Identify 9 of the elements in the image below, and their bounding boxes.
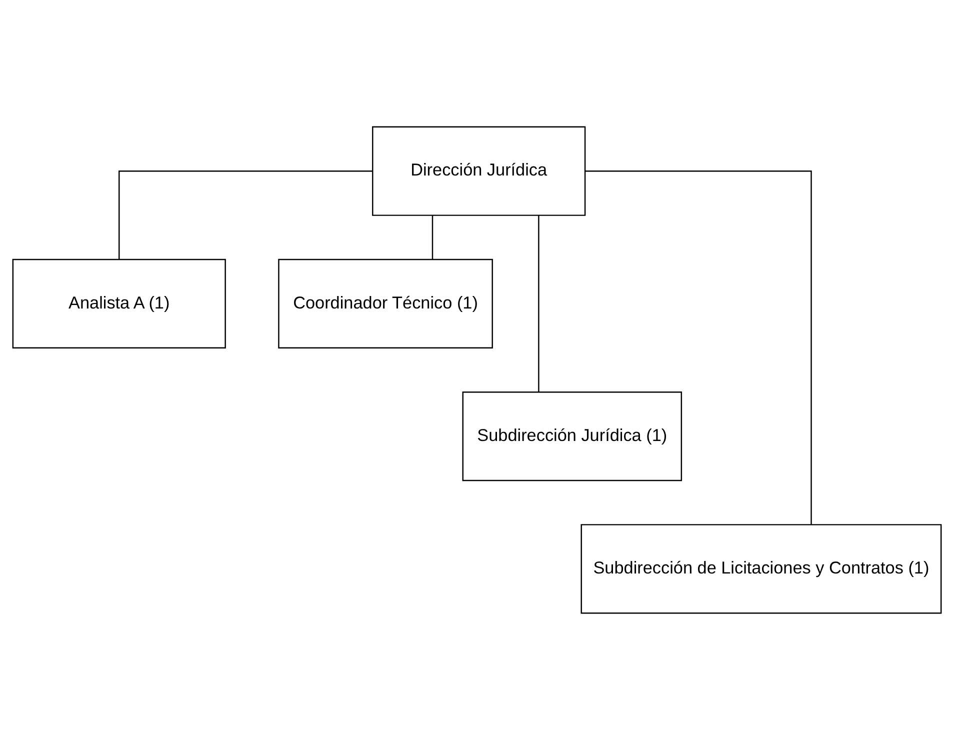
node-box: Analista A (1) <box>12 258 226 349</box>
node-box: Subdirección de Licitaciones y Contratos (1) <box>580 524 942 614</box>
connector <box>432 216 434 260</box>
node-box: Dirección Jurídica <box>372 126 586 216</box>
connector <box>538 216 540 392</box>
connector <box>118 170 372 260</box>
node-box: Coordinador Técnico (1) <box>278 258 493 349</box>
connector <box>585 170 812 524</box>
node-box: Subdirección Jurídica (1) <box>462 391 682 482</box>
